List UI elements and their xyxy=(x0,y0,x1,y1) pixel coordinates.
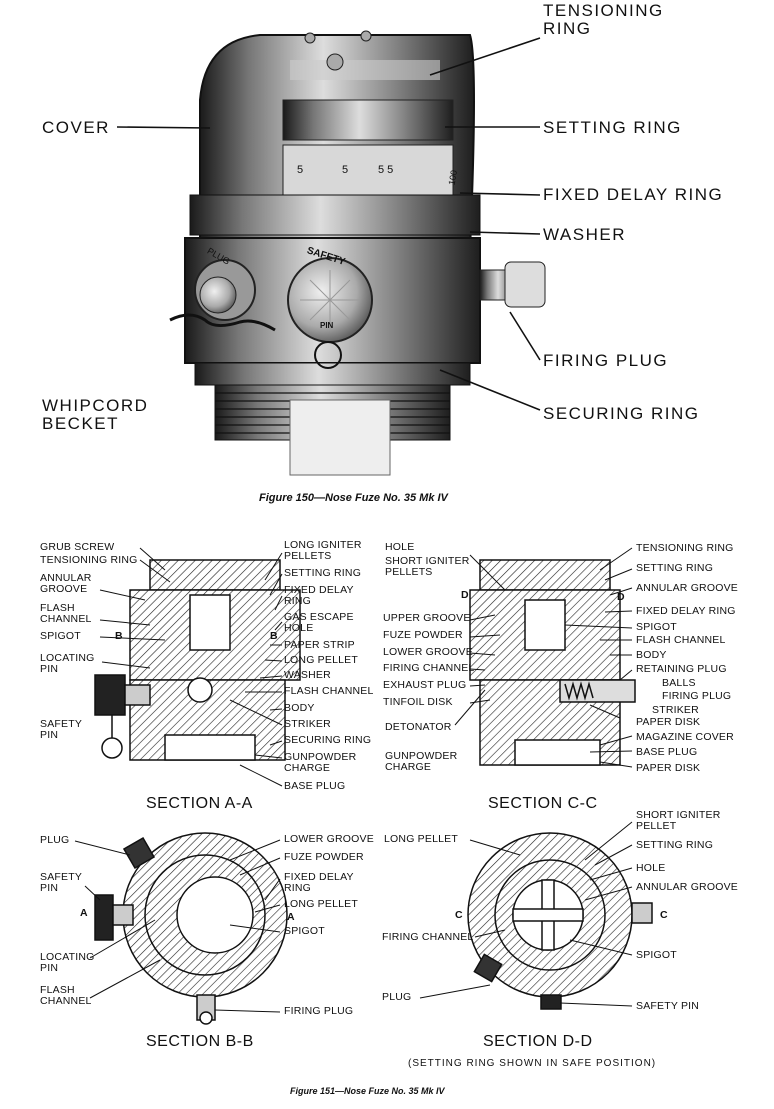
fuze-photo xyxy=(169,30,546,476)
cc-right-label: PAPER DISK xyxy=(636,716,701,728)
figure-150-caption: Figure 150—Nose Fuze No. 35 Mk IV xyxy=(259,492,448,504)
bb-right-label: FIRING PLUG xyxy=(284,1005,354,1017)
cc-right-label: RETAINING PLUG xyxy=(636,663,727,675)
label-securing-ring: SECURING RING xyxy=(543,404,700,423)
bb-right-label: FIXED DELAY RING xyxy=(284,871,354,895)
label-tensioning-ring: TENSIONING RING xyxy=(543,1,664,38)
bb-left-label: SAFETY PIN xyxy=(40,871,83,895)
label-cover: COVER xyxy=(42,118,110,137)
dd-right-label: SHORT IGNITER PELLET xyxy=(636,809,721,833)
aa-left-label: SAFETY PIN xyxy=(40,718,83,742)
aa-right-label: SECURING RING xyxy=(284,734,372,746)
label-fixed-delay-ring: FIXED DELAY RING xyxy=(543,185,724,204)
aa-right-label: SETTING RING xyxy=(284,567,362,579)
bb-left-label: FLASH CHANNEL xyxy=(40,984,92,1008)
bb-left-label: PLUG xyxy=(40,834,70,846)
cc-right-label: TENSIONING RING xyxy=(636,542,734,554)
dd-right-label: SPIGOT xyxy=(636,949,677,961)
section-dd-title: SECTION D-D xyxy=(483,1033,593,1050)
label-washer: WASHER xyxy=(543,225,626,244)
cc-right-label: PAPER DISK xyxy=(636,762,701,774)
cc-left-label: TINFOIL DISK xyxy=(383,696,453,708)
section-cc-title: SECTION C-C xyxy=(488,795,598,812)
cc-left-label: DETONATOR xyxy=(385,721,452,733)
aa-mark-b: B xyxy=(115,630,123,642)
cc-left-label: HOLE xyxy=(385,541,415,553)
aa-right-label: LONG IGNITER PELLETS xyxy=(284,539,362,563)
aa-right-label: BODY xyxy=(284,702,315,714)
aa-left-label: ANNULAR GROOVE xyxy=(40,572,92,596)
aa-left-label: LOCATING PIN xyxy=(40,652,95,676)
section-cc-drawing xyxy=(469,559,636,766)
dd-mark-c: C xyxy=(455,909,463,921)
aa-right-label: STRIKER xyxy=(284,718,331,730)
aa-left-label: FLASH CHANNEL xyxy=(40,602,92,626)
bb-right-label: LOWER GROOVE xyxy=(284,833,374,845)
bb-mark-a: A xyxy=(287,911,295,923)
label-whipcord-becket: WHIPCORD BECKET xyxy=(42,396,149,433)
bb-left-label: LOCATING PIN xyxy=(40,951,95,975)
bb-mark-a: A xyxy=(80,907,88,919)
cc-right-label: MAGAZINE COVER xyxy=(636,731,734,743)
cc-right-label: BALLS xyxy=(662,677,696,689)
aa-mark-b: B xyxy=(270,630,278,642)
bb-right-label: SPIGOT xyxy=(284,925,325,937)
dd-left-label: PLUG xyxy=(382,991,412,1003)
aa-left-label: TENSIONING RING xyxy=(40,554,138,566)
section-bb-drawing xyxy=(94,832,288,1025)
aa-left-label: SPIGOT xyxy=(40,630,81,642)
cc-left-label: LOWER GROOVE xyxy=(383,646,473,658)
cc-right-label: SETTING RING xyxy=(636,562,714,574)
section-dd-note: (SETTING RING SHOWN IN SAFE POSITION) xyxy=(408,1058,657,1069)
cc-mark-d: D xyxy=(617,591,625,603)
cc-right-label: BODY xyxy=(636,649,667,661)
figure-151-caption: Figure 151—Nose Fuze No. 35 Mk IV xyxy=(290,1086,445,1096)
cc-mark-d: D xyxy=(461,589,469,601)
aa-right-label: FLASH CHANNEL xyxy=(284,685,374,697)
cc-right-label: FIXED DELAY RING xyxy=(636,605,736,617)
bb-right-label: FUZE POWDER xyxy=(284,851,364,863)
scale-mark: 5 5 xyxy=(378,164,394,176)
cc-right-label: FLASH CHANNEL xyxy=(636,634,726,646)
dd-mark-c: C xyxy=(660,909,668,921)
section-dd-drawing xyxy=(467,832,653,1010)
aa-right-label: FIXED DELAY RING xyxy=(284,584,354,608)
dd-left-label: LONG PELLET xyxy=(384,833,458,845)
aa-right-label: BASE PLUG xyxy=(284,780,346,792)
label-firing-plug: FIRING PLUG xyxy=(543,351,669,370)
cc-left-label: GUNPOWDER CHARGE xyxy=(385,750,458,774)
scale-mark: 5 xyxy=(342,164,349,176)
aa-right-label: WASHER xyxy=(284,669,331,681)
dd-right-label: SETTING RING xyxy=(636,839,714,851)
label-pin-photo: PIN xyxy=(320,321,334,330)
cc-right-label: BASE PLUG xyxy=(636,746,698,758)
cc-left-label: FIRING CHANNEL xyxy=(383,662,475,674)
label-setting-ring: SETTING RING xyxy=(543,118,682,137)
aa-right-label: GUNPOWDER CHARGE xyxy=(284,751,357,775)
bb-right-label: LONG PELLET xyxy=(284,898,358,910)
aa-right-label: PAPER STRIP xyxy=(284,639,355,651)
aa-right-label: LONG PELLET xyxy=(284,654,358,666)
dd-left-label: FIRING CHANNEL xyxy=(382,931,474,943)
aa-left-label: GRUB SCREW xyxy=(40,541,115,553)
dd-right-label: SAFETY PIN xyxy=(636,1000,700,1012)
aa-right-label: GAS ESCAPE HOLE xyxy=(284,611,354,635)
cc-right-label: ANNULAR GROOVE xyxy=(636,582,738,594)
dd-right-label: ANNULAR GROOVE xyxy=(636,881,738,893)
cc-left-label: SHORT IGNITER PELLETS xyxy=(385,555,470,579)
scale-mark: 5 xyxy=(297,164,304,176)
cc-left-label: FUZE POWDER xyxy=(383,629,463,641)
cc-right-label: SPIGOT xyxy=(636,621,677,633)
cc-right-label: FIRING PLUG xyxy=(662,690,732,702)
cc-left-label: UPPER GROOVE xyxy=(383,612,471,624)
section-aa-title: SECTION A-A xyxy=(146,795,253,812)
section-aa-drawing xyxy=(94,559,301,761)
dd-right-label: HOLE xyxy=(636,862,666,874)
section-bb-title: SECTION B-B xyxy=(146,1033,254,1050)
cc-right-label: STRIKER xyxy=(652,704,699,716)
cc-left-label: EXHAUST PLUG xyxy=(383,679,467,691)
